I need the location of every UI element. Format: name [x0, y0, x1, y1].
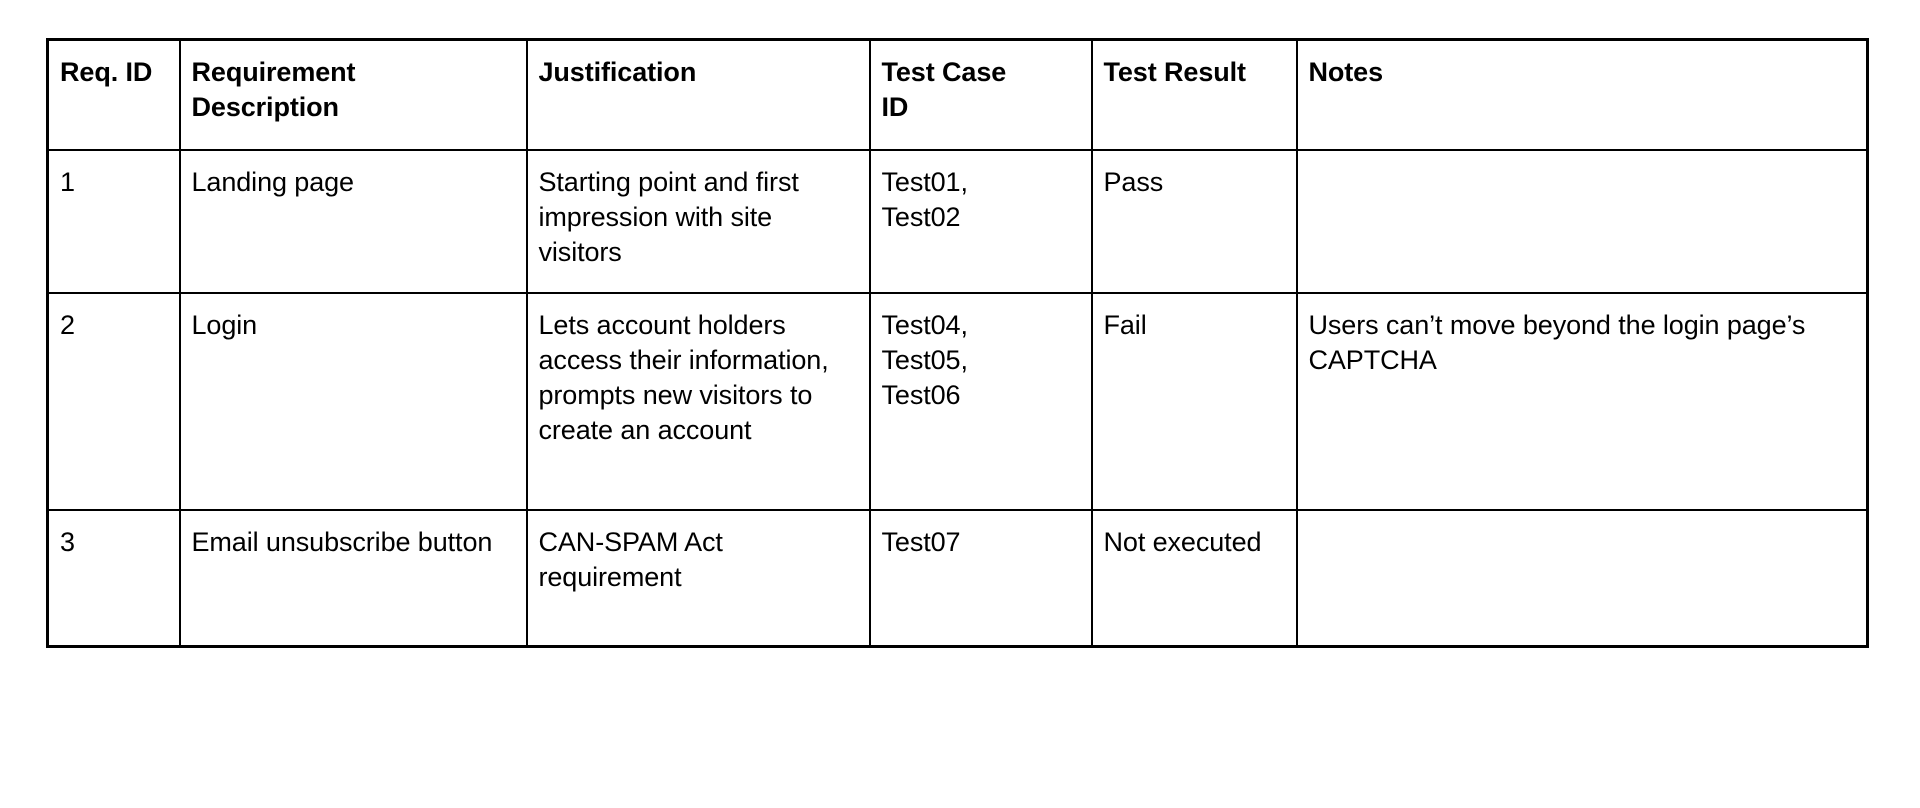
cell-justification: Lets account holders access their inform… — [525, 291, 871, 511]
table-row: 3 Email unsubscribe button CAN-SPAM Act … — [46, 508, 1869, 648]
column-header-justification: Justification — [525, 38, 871, 151]
table-row: 2 Login Lets account holders access thei… — [46, 291, 1869, 511]
column-header-req-id-label: Req. ID — [60, 57, 153, 87]
cell-notes — [1295, 148, 1869, 294]
column-header-test-result: Test Result — [1090, 38, 1298, 151]
column-header-notes: Notes — [1295, 38, 1869, 151]
cell-test-case-id-value: Test07 — [881, 526, 961, 557]
column-header-test-case-id-label: Test Case ID — [881, 57, 1007, 123]
requirements-table-container: Req. ID Requirement Description Justific… — [46, 38, 1869, 648]
cell-req-id-value: 1 — [60, 166, 75, 197]
cell-requirement-description: Landing page — [178, 148, 528, 294]
cell-justification-value: Starting point and first impression with… — [538, 166, 799, 267]
column-header-test-case-id: Test Case ID — [868, 38, 1093, 151]
cell-justification: CAN-SPAM Act requirement — [525, 508, 871, 648]
cell-notes-value — [1309, 525, 1856, 526]
cell-test-result-value: Pass — [1103, 166, 1164, 197]
column-header-test-result-label: Test Result — [1103, 57, 1247, 87]
cell-requirement-description-value: Email unsubscribe button — [191, 526, 493, 557]
column-header-notes-label: Notes — [1308, 57, 1384, 87]
table-body: 1 Landing page Starting point and first … — [46, 148, 1869, 648]
cell-test-result: Pass — [1090, 148, 1298, 294]
cell-test-result: Not executed — [1090, 508, 1298, 648]
table-header: Req. ID Requirement Description Justific… — [46, 38, 1869, 151]
cell-justification: Starting point and first impression with… — [525, 148, 871, 294]
table-header-row: Req. ID Requirement Description Justific… — [46, 38, 1869, 151]
cell-requirement-description-value: Landing page — [191, 166, 355, 197]
cell-requirement-description: Login — [178, 291, 528, 511]
cell-notes — [1295, 508, 1869, 648]
cell-notes: Users can’t move beyond the login page’s… — [1295, 291, 1869, 511]
cell-requirement-description-value: Login — [191, 309, 258, 340]
column-header-req-id: Req. ID — [46, 38, 181, 151]
cell-justification-value: Lets account holders access their inform… — [538, 309, 829, 445]
cell-req-id-value: 3 — [60, 526, 75, 557]
cell-test-case-id: Test07 — [868, 508, 1093, 648]
cell-req-id: 1 — [46, 148, 181, 294]
cell-notes-value — [1309, 165, 1856, 166]
table-row: 1 Landing page Starting point and first … — [46, 148, 1869, 294]
cell-test-case-id-value: Test01, Test02 — [881, 166, 968, 232]
column-header-requirement-description-label: Requirement Description — [191, 57, 356, 123]
cell-test-case-id: Test01, Test02 — [868, 148, 1093, 294]
cell-notes-value: Users can’t move beyond the login page’s… — [1308, 309, 1806, 375]
column-header-requirement-description: Requirement Description — [178, 38, 528, 151]
cell-justification-value: CAN-SPAM Act requirement — [538, 526, 723, 592]
cell-req-id: 2 — [46, 291, 181, 511]
cell-req-id: 3 — [46, 508, 181, 648]
requirements-traceability-table: Req. ID Requirement Description Justific… — [46, 38, 1869, 648]
cell-test-case-id: Test04, Test05, Test06 — [868, 291, 1093, 511]
cell-test-result-value: Fail — [1103, 309, 1147, 340]
cell-req-id-value: 2 — [60, 309, 75, 340]
cell-test-result-value: Not executed — [1103, 526, 1262, 557]
cell-requirement-description: Email unsubscribe button — [178, 508, 528, 648]
column-header-justification-label: Justification — [538, 57, 697, 87]
cell-test-case-id-value: Test04, Test05, Test06 — [881, 309, 968, 410]
cell-test-result: Fail — [1090, 291, 1298, 511]
